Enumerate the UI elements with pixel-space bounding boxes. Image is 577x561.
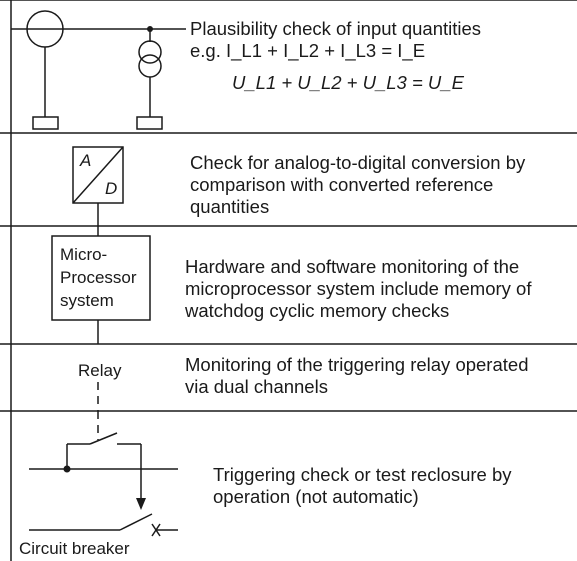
microprocessor-box: [51, 235, 151, 321]
row3-description-line2: microprocessor system include memory of: [185, 278, 532, 299]
row1-formula-current: e.g. I_L1 + I_L2 + I_L3 = I_E: [190, 40, 426, 61]
row4-description-line2: via dual channels: [185, 376, 328, 397]
row5-description-line1: Triggering check or test reclosure by: [213, 464, 512, 485]
relay-contact-icon: [89, 432, 118, 445]
relay-label: Relay: [78, 361, 122, 380]
micro-label-line1: Micro-: [60, 245, 108, 264]
micro-label-line3: system: [60, 291, 114, 310]
row3-description-line3: watchdog cyclic memory checks: [185, 300, 450, 321]
junction-dot-input: [147, 26, 153, 32]
row1-description-line1: Plausibility check of input quantities: [190, 18, 482, 39]
current-transformer-lower-icon: [138, 54, 162, 78]
ad-converter-diagonal: [72, 146, 124, 204]
breaker-cross-b: [151, 523, 161, 537]
row3-description-line1: Hardware and software monitoring of the: [185, 256, 520, 277]
row5-description-line2: operation (not automatic): [213, 486, 419, 507]
micro-label-line2: Processor: [60, 268, 137, 287]
circuit-breaker-label: Circuit breaker: [19, 539, 130, 558]
row2-description-line2: comparison with converted reference: [190, 174, 494, 195]
row2-description-line3: quantities: [190, 196, 270, 217]
ad-label-a: A: [80, 151, 92, 170]
ct-terminal-box: [136, 116, 163, 130]
breaker-contact-icon: [119, 513, 153, 531]
row2-description-line1: Check for analog-to-digital conversion b…: [190, 152, 526, 173]
row1-formula-voltage: U_L1 + U_L2 + U_L3 = U_E: [232, 72, 464, 93]
trip-arrow-icon: [136, 498, 146, 510]
row4-description-line1: Monitoring of the triggering relay opera…: [185, 354, 529, 375]
ad-label-d: D: [105, 179, 118, 198]
junction-dot-trip: [63, 465, 71, 473]
vt-terminal-box: [32, 116, 59, 130]
current-transformer-upper-icon: [138, 40, 162, 64]
